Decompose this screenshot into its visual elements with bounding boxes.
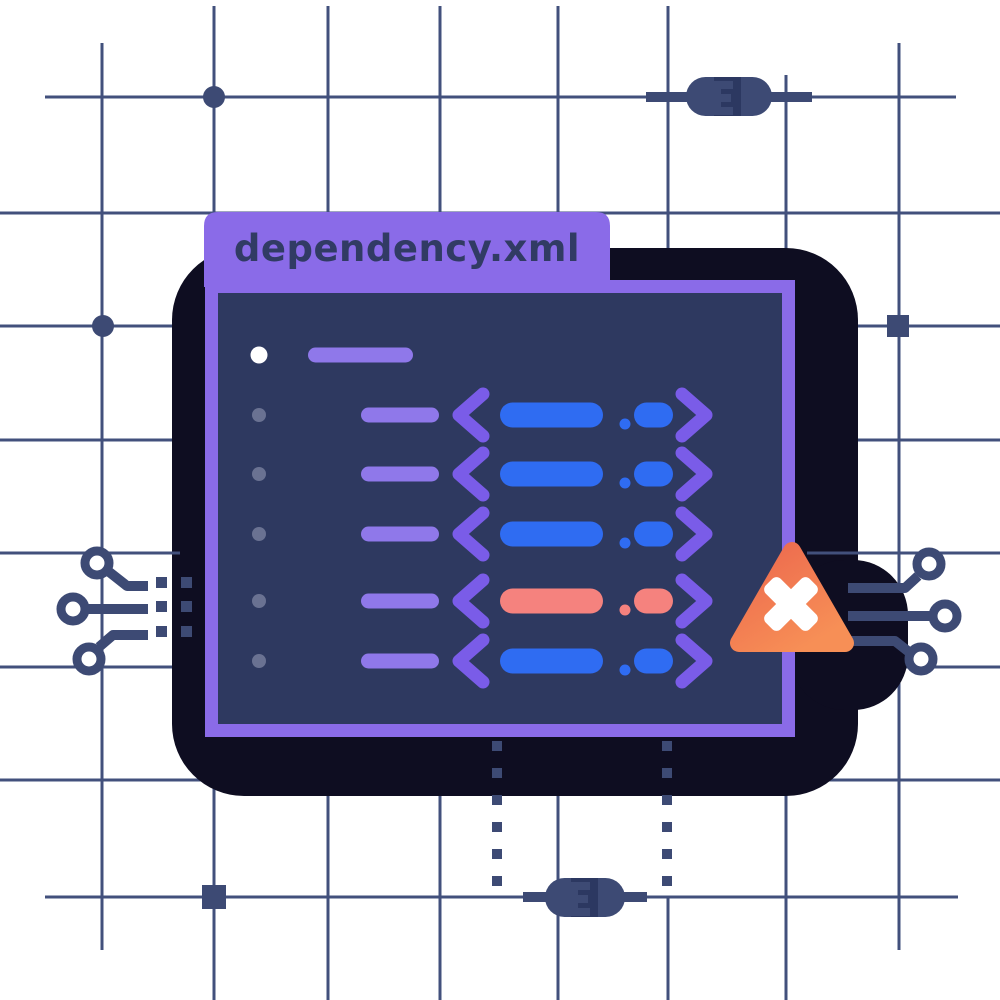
trace-terminal-icon	[928, 599, 962, 633]
trace-terminal-icon	[56, 592, 90, 626]
code-window: dependency.xml	[204, 212, 795, 737]
close-angle-bracket-icon	[675, 573, 713, 629]
value-bar-small	[634, 588, 673, 614]
value-bar	[500, 521, 603, 547]
line-bullet	[252, 408, 266, 422]
code-lines	[250, 346, 713, 689]
open-angle-bracket-icon	[452, 446, 490, 502]
dotted-connector-right	[662, 741, 672, 886]
code-token-bar	[361, 653, 439, 669]
error-badge	[730, 542, 854, 652]
close-angle-bracket-icon	[675, 506, 713, 562]
circuit-traces-right	[848, 547, 962, 676]
value-bar-small	[634, 521, 673, 547]
value-bar-small	[634, 648, 673, 674]
open-angle-bracket-icon	[452, 633, 490, 689]
dotted-connector-left	[492, 741, 502, 886]
value-bar-small	[634, 402, 673, 428]
code-line-tag-error	[252, 573, 713, 629]
close-angle-bracket-icon	[675, 633, 713, 689]
line-bullet	[252, 527, 266, 541]
trace-dots	[156, 577, 192, 637]
code-token-bar	[361, 466, 439, 482]
dot-separator	[619, 477, 631, 489]
close-angle-bracket-icon	[675, 387, 713, 443]
circuit-traces-left	[56, 546, 192, 676]
code-token-bar	[361, 526, 439, 542]
code-line-tag-1	[252, 387, 713, 443]
node-square-icon	[202, 885, 226, 909]
code-token-bar	[361, 593, 439, 609]
file-tab	[204, 212, 610, 287]
dot-separator	[619, 537, 631, 549]
close-angle-bracket-icon	[675, 446, 713, 502]
code-token-bar	[361, 407, 439, 423]
line-bullet	[252, 654, 266, 668]
value-bar	[500, 461, 603, 487]
value-bar	[500, 648, 603, 674]
line-bullet	[252, 467, 266, 481]
dot-separator	[619, 604, 631, 616]
dot-separator	[619, 664, 631, 676]
resistor-bottom-icon	[523, 878, 647, 917]
file-tab-label: dependency.xml	[234, 227, 580, 270]
trace-terminal-icon	[72, 642, 106, 676]
code-line-xml-declaration	[250, 346, 413, 364]
code-token-bar	[308, 347, 413, 363]
value-bar	[500, 402, 603, 428]
code-line-tag-2	[252, 446, 713, 502]
grid-markers	[92, 86, 909, 909]
dot-separator	[619, 418, 631, 430]
code-line-tag-4	[252, 633, 713, 689]
node-square-icon	[887, 315, 909, 337]
resistor-top-icon	[646, 77, 812, 116]
open-angle-bracket-icon	[452, 573, 490, 629]
trace-terminal-icon	[904, 642, 938, 676]
open-angle-bracket-icon	[452, 506, 490, 562]
code-line-tag-3	[252, 506, 713, 562]
open-angle-bracket-icon	[452, 387, 490, 443]
node-dot-icon	[92, 315, 114, 337]
value-bar	[500, 588, 603, 614]
trace-terminal-icon	[912, 547, 946, 581]
value-bar-small	[634, 461, 673, 487]
line-bullet	[252, 594, 266, 608]
node-dot-icon	[203, 86, 225, 108]
line-bullet	[250, 346, 268, 364]
x-icon	[764, 577, 818, 631]
trace-terminal-icon	[80, 546, 114, 580]
